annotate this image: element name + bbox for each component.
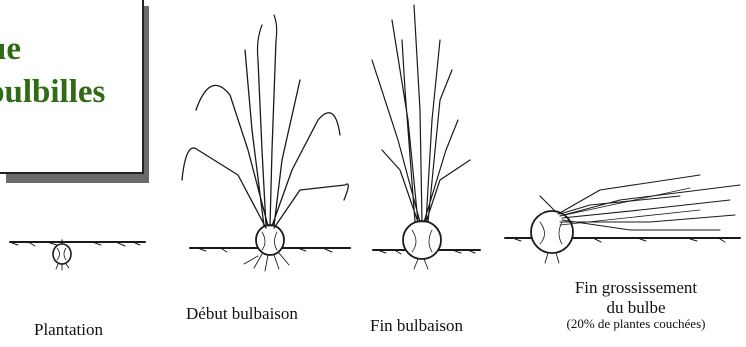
fin-bulbaison-drawing <box>372 5 480 269</box>
caption-couchees-note: (20% de plantes couchées) <box>526 317 746 332</box>
caption-fin-bulbaison: Fin bulbaison <box>370 316 463 336</box>
caption-plantation: Plantation <box>34 320 103 340</box>
caption-fin-grossissement: Fin grossissement du bulbe (20% de plant… <box>526 278 746 332</box>
caption-fin-grossissement-line2: du bulbe <box>606 298 665 317</box>
debut-bulbaison-drawing <box>182 15 350 271</box>
caption-debut-bulbaison: Début bulbaison <box>186 304 298 324</box>
caption-fin-grossissement-line1: Fin grossissement <box>575 278 697 297</box>
fin-grossissement-drawing <box>505 175 740 263</box>
plantation-bulb-drawing <box>10 240 145 270</box>
